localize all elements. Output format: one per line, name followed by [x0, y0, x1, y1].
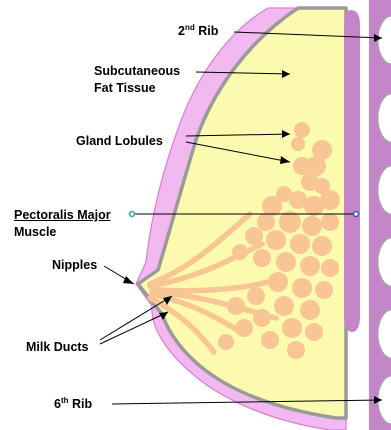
label-2nd-rib-suffix: nd	[185, 23, 195, 32]
lobule	[290, 234, 310, 254]
lobule	[302, 216, 322, 236]
lobule	[300, 300, 320, 320]
pointer-end-marker	[354, 212, 359, 217]
lobule	[274, 296, 294, 316]
lobule	[276, 252, 296, 272]
label-subcutaneous-line1: Subcutaneous	[94, 64, 180, 79]
label-pectoralis-line2: Muscle	[14, 225, 56, 240]
label-nipples: Nipples	[52, 258, 97, 273]
lobule	[253, 249, 271, 267]
lobule	[312, 236, 332, 256]
lobule	[300, 256, 320, 276]
label-6th-rib: 6th Rib	[54, 397, 92, 412]
pectoralis-muscle	[344, 10, 360, 332]
lobule	[261, 331, 279, 349]
label-6th-rib-word: Rib	[69, 397, 93, 411]
lobule	[304, 196, 324, 216]
lobule	[321, 259, 339, 277]
lobule	[293, 157, 311, 175]
label-2nd-rib-word: Rib	[195, 24, 219, 38]
lobule	[321, 213, 339, 231]
lobule	[315, 281, 333, 299]
lobule	[282, 318, 302, 338]
label-2nd-rib-number: 2	[178, 24, 185, 38]
lobule	[268, 272, 288, 292]
label-gland-lobules: Gland Lobules	[76, 134, 163, 149]
lobule	[218, 334, 234, 350]
label-2nd-rib: 2nd Rib	[178, 24, 218, 39]
lobule	[305, 323, 323, 341]
lobule	[253, 309, 271, 327]
lobule	[245, 227, 263, 245]
lobule	[262, 196, 282, 216]
chest-wall-band	[369, 0, 391, 430]
lobule	[292, 278, 312, 298]
label-pectoralis-line1: Pectoralis Major	[14, 208, 111, 223]
lobule	[257, 213, 275, 231]
pointer-start-marker	[130, 212, 135, 217]
arrowhead	[123, 276, 134, 284]
chest-wall-strip	[364, 0, 369, 430]
lobule	[227, 297, 245, 315]
lobule	[287, 341, 305, 359]
lobule	[291, 137, 305, 151]
label-6th-rib-number: 6	[54, 397, 61, 411]
lobule	[235, 319, 253, 337]
lobule	[266, 230, 286, 250]
lobule	[232, 244, 248, 260]
label-subcutaneous-line2: Fat Tissue	[94, 81, 156, 96]
lobule	[294, 122, 310, 138]
label-milk-ducts: Milk Ducts	[26, 340, 89, 355]
lobule	[247, 287, 265, 305]
label-6th-rib-suffix: th	[61, 396, 69, 405]
